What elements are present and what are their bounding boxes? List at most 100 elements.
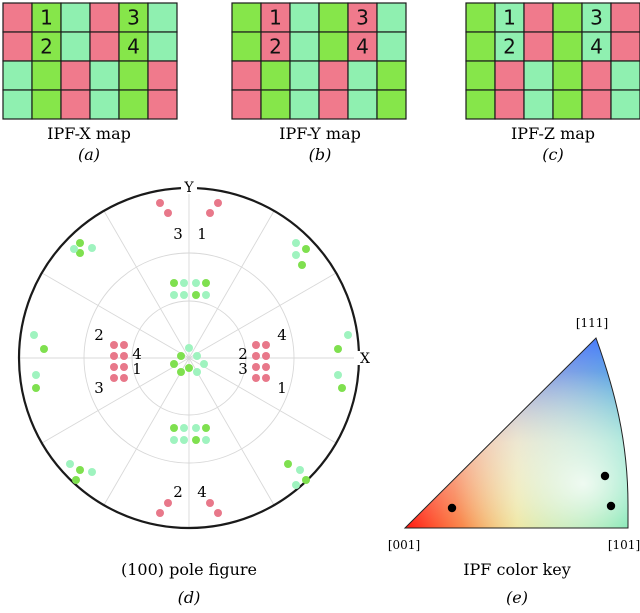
- ipf-z-map-title: IPF-Z map: [511, 124, 595, 143]
- map-cell: [318, 2, 349, 33]
- map-cell: [60, 2, 91, 33]
- map-cell: [31, 60, 62, 91]
- pole-dot: [110, 374, 118, 382]
- pole-dot: [180, 279, 188, 287]
- map-cell: [231, 31, 262, 62]
- map-cell: [465, 31, 496, 62]
- map-cell: [581, 60, 612, 91]
- pole-dot: [252, 363, 260, 371]
- map-cell: [289, 31, 320, 62]
- pole-label-3-right: 3: [238, 360, 248, 378]
- pole-dot: [72, 476, 80, 484]
- map-cell: [231, 89, 262, 120]
- pole-dot: [110, 341, 118, 349]
- pole-dot: [177, 368, 185, 376]
- pole-dot: [302, 476, 310, 484]
- grain-number: 4: [127, 35, 140, 59]
- map-cell: [147, 31, 178, 62]
- map-cell: [347, 60, 378, 91]
- pole-dot: [206, 499, 214, 507]
- map-cell: [494, 89, 525, 120]
- map-cell: [318, 60, 349, 91]
- pole-dot: [338, 384, 346, 392]
- pole-dot: [262, 341, 270, 349]
- pole-dot: [344, 331, 352, 339]
- map-cell: [552, 60, 583, 91]
- color-key-outline: [403, 337, 629, 529]
- pole-dot: [76, 239, 84, 247]
- pole-dot: [156, 509, 164, 517]
- map-cell: [465, 89, 496, 120]
- pole-dot: [262, 352, 270, 360]
- pole-dot: [120, 341, 128, 349]
- map-cell: [2, 60, 33, 91]
- pole-dot: [120, 352, 128, 360]
- ipf-color-key: [111] [001] [101] IPF color key (e): [388, 316, 640, 607]
- pole-points: [30, 199, 352, 517]
- map-cell: [89, 89, 120, 120]
- key-point-3: [606, 501, 616, 511]
- pole-dot: [170, 436, 178, 444]
- map-cell: [494, 60, 525, 91]
- map-cell: [31, 89, 62, 120]
- pole-label-2-left: 2: [94, 326, 104, 344]
- map-cell: [231, 60, 262, 91]
- map-cell: [60, 89, 91, 120]
- map-cell: [610, 60, 640, 91]
- pole-dot: [252, 352, 260, 360]
- grain-number: 1: [269, 6, 282, 30]
- map-cell: [376, 89, 407, 120]
- ipf-y-panel-letter: (b): [309, 145, 332, 164]
- grain-number: 1: [40, 6, 53, 30]
- pole-dot: [262, 374, 270, 382]
- corner-label-001: [001]: [388, 538, 420, 552]
- pole-dot: [177, 352, 185, 360]
- pole-label-4-left: 4: [132, 345, 142, 363]
- map-cell: [289, 2, 320, 33]
- map-cell: [610, 31, 640, 62]
- pole-dot: [202, 279, 210, 287]
- pole-dot: [193, 352, 201, 360]
- map-cell: [89, 31, 120, 62]
- pole-dot: [192, 436, 200, 444]
- map-cell: [2, 2, 33, 33]
- pole-dot: [164, 209, 172, 217]
- map-cell: [523, 60, 554, 91]
- pole-dot: [76, 249, 84, 257]
- grain-number: 1: [503, 6, 516, 30]
- pole-dot: [170, 291, 178, 299]
- map-cell: [523, 89, 554, 120]
- pole-dot: [32, 371, 40, 379]
- pole-dot: [88, 468, 96, 476]
- pole-dot: [284, 460, 292, 468]
- map-cell: [523, 2, 554, 33]
- map-cell: [89, 2, 120, 33]
- pole-label-4-bottom: 4: [197, 483, 207, 501]
- pole-dot: [202, 424, 210, 432]
- pole-dot: [193, 368, 201, 376]
- pole-dot: [66, 460, 74, 468]
- pole-dot: [252, 374, 260, 382]
- map-cell: [2, 31, 33, 62]
- map-cell: [465, 2, 496, 33]
- map-cell: [147, 2, 178, 33]
- pole-dot: [185, 364, 193, 372]
- pole-dot: [70, 245, 78, 253]
- ipf-y-map-title: IPF-Y map: [279, 124, 361, 143]
- pole-dot: [292, 251, 300, 259]
- pole-dot: [110, 352, 118, 360]
- grain-number: 2: [269, 35, 282, 59]
- color-key-caption: IPF color key: [463, 560, 571, 579]
- map-cell: [552, 31, 583, 62]
- pole-dot: [120, 363, 128, 371]
- pole-dot: [156, 199, 164, 207]
- axis-x-label: X: [360, 351, 370, 367]
- pole-dot: [298, 261, 306, 269]
- map-cell: [260, 89, 291, 120]
- grain-number: 3: [356, 6, 369, 30]
- map-cell: [376, 2, 407, 33]
- pole-dot: [30, 331, 38, 339]
- pole-dot: [88, 244, 96, 252]
